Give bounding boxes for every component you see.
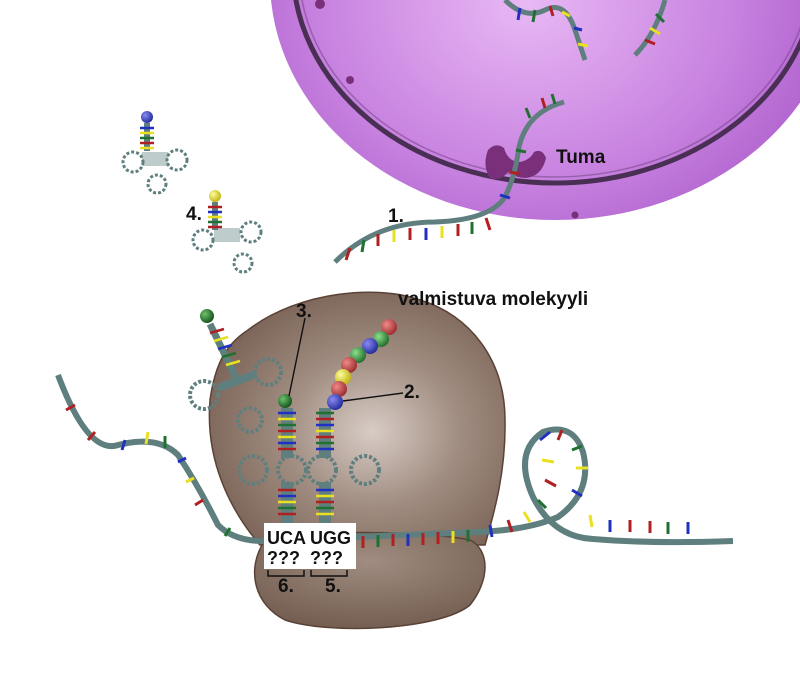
anticodon-right: ??? [310,548,343,568]
label-step-5: 5. [325,576,341,597]
trna-a-site [306,408,381,524]
amino-acid-p-site [278,394,292,408]
ribosome-large-subunit [208,291,506,546]
mrna-exiting-nucleus [333,93,565,264]
pointer-lines [288,317,404,402]
codon-right: UGG [310,528,351,548]
trna-free-1 [121,111,189,195]
label-step-4: 4. [186,204,202,225]
anticodon-left: ??? [267,548,300,568]
label-nucleus: Tuma [556,147,606,168]
label-step-2: 2. [404,382,420,403]
label-step-6: 6. [278,576,294,597]
mrna-on-ribosome [55,373,734,548]
label-molecule: valmistuva molekyyli [398,289,588,310]
codon-brackets [267,570,348,577]
label-step-1: 1. [388,206,404,227]
trna-free-2 [191,190,263,274]
mrna-inside-nucleus [503,0,668,61]
nucleus [271,0,800,220]
label-step-3: 3. [296,301,312,322]
codon-box [264,523,356,569]
trna-departing [188,309,283,434]
polypeptide-chain [327,319,397,410]
codon-left: UCA [267,528,306,548]
trna-p-site [237,408,308,524]
